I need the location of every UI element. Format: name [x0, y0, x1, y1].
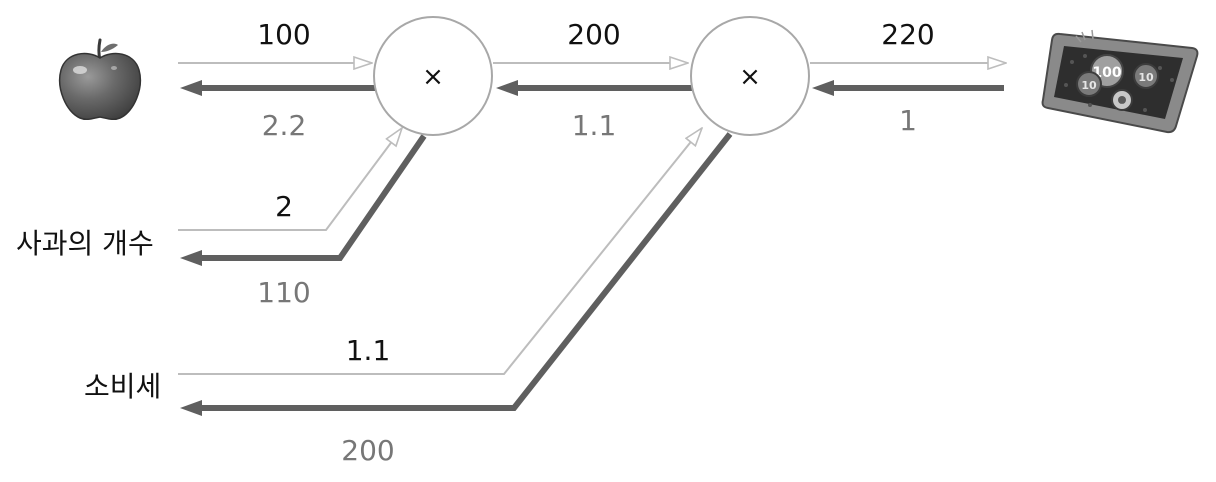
svg-text:10: 10 [1138, 71, 1154, 84]
coin-10-c: 10 [1111, 89, 1133, 111]
multiply-node-1: × [373, 16, 493, 136]
forward-value-tax: 1.1 [346, 334, 391, 367]
money-tray-icon: 100 10 10 10 [1041, 29, 1199, 134]
forward-value-final: 220 [881, 18, 934, 51]
multiply-node-1-operator: × [422, 62, 444, 92]
edge-backward-apple-count [180, 134, 427, 266]
backward-value-apple-count: 110 [257, 276, 310, 309]
backward-value-apple-price: 2.2 [262, 109, 307, 142]
forward-value-apple-count: 2 [275, 190, 293, 223]
forward-value-apple-total: 200 [567, 18, 620, 51]
svg-text:10: 10 [1081, 79, 1097, 92]
backward-value-tax: 200 [341, 434, 394, 467]
svg-text:10: 10 [1121, 103, 1123, 105]
input-label-tax: 소비세 [84, 370, 161, 403]
edge-forward-apple-count [178, 128, 402, 231]
coin-10-a: 10 [1076, 71, 1102, 97]
input-label-apple-count: 사과의 개수 [16, 227, 154, 260]
apple-icon [59, 38, 141, 121]
edge-backward-tax [180, 132, 733, 416]
backward-value-final: 1 [899, 104, 917, 137]
edge-forward-tax [178, 128, 702, 375]
forward-value-apple-price: 100 [257, 18, 310, 51]
coin-10-b: 10 [1133, 63, 1159, 89]
multiply-node-2-operator: × [739, 62, 761, 92]
backward-value-apple-total: 1.1 [572, 109, 617, 142]
multiply-node-2: × [690, 16, 810, 136]
